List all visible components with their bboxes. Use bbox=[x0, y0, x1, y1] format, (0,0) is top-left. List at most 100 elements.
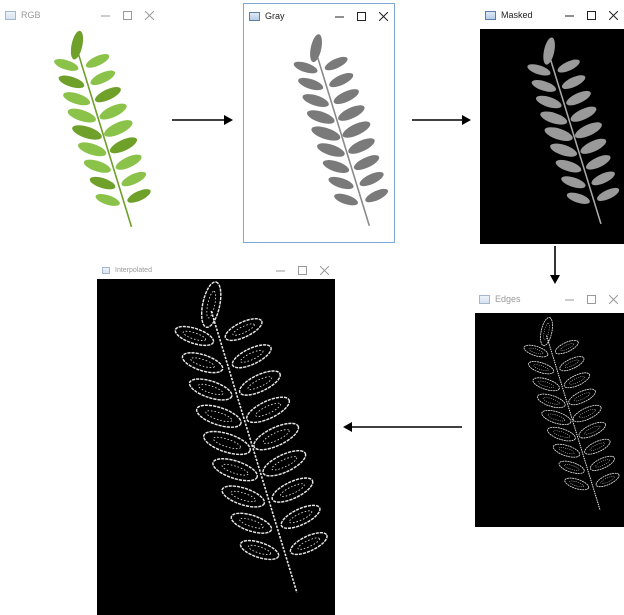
leaflet bbox=[352, 152, 381, 173]
leaflet bbox=[531, 375, 561, 393]
leaflet bbox=[327, 174, 355, 191]
leaflet bbox=[363, 186, 389, 205]
leaflet-texture bbox=[262, 427, 291, 446]
leaflet bbox=[229, 509, 274, 537]
leaflet bbox=[187, 375, 234, 405]
leaf-image bbox=[480, 29, 624, 244]
titlebar-rgb[interactable]: RGB bbox=[0, 3, 160, 27]
leaflet bbox=[321, 157, 350, 175]
leaflet bbox=[62, 89, 92, 108]
leaflet bbox=[173, 323, 216, 350]
leaflet bbox=[565, 190, 591, 206]
leaflet bbox=[546, 424, 577, 443]
leaflet bbox=[327, 70, 355, 90]
leaflet bbox=[590, 169, 617, 188]
leaflet-texture bbox=[197, 382, 224, 397]
leaflet bbox=[588, 453, 616, 473]
leaflet bbox=[82, 157, 112, 176]
leaflet bbox=[308, 33, 324, 63]
leaflet bbox=[57, 73, 86, 91]
leaflet bbox=[260, 446, 309, 481]
leaflet-texture bbox=[564, 359, 580, 369]
minimize-icon[interactable] bbox=[558, 6, 580, 24]
titlebar-edges[interactable]: Edges bbox=[474, 287, 624, 311]
leaflet bbox=[88, 174, 117, 192]
window-edges[interactable]: Edges bbox=[474, 287, 624, 527]
close-icon[interactable] bbox=[602, 6, 624, 24]
maximize-icon[interactable] bbox=[580, 290, 602, 308]
leaflet bbox=[323, 54, 349, 73]
close-icon[interactable] bbox=[313, 262, 335, 280]
leaflet bbox=[594, 470, 621, 489]
leaflet bbox=[229, 340, 274, 372]
leaflet bbox=[577, 419, 608, 441]
leaflet bbox=[210, 454, 259, 485]
leaflet bbox=[540, 407, 572, 427]
window-rgb[interactable]: RGB bbox=[0, 3, 160, 243]
leaflet bbox=[301, 91, 330, 109]
leaflet bbox=[102, 117, 135, 140]
minimize-icon[interactable] bbox=[328, 7, 350, 25]
titlebar-masked[interactable]: Masked bbox=[480, 3, 624, 27]
leaflet bbox=[292, 59, 318, 75]
window-title: Interpolated bbox=[115, 267, 269, 274]
leaflet bbox=[558, 459, 586, 476]
leaflet bbox=[560, 174, 587, 191]
maximize-icon[interactable] bbox=[291, 262, 313, 280]
leaf-image bbox=[97, 279, 335, 615]
window-interpolated[interactable]: Interpolated bbox=[97, 262, 335, 615]
leaflet-texture bbox=[270, 454, 298, 472]
leaflet bbox=[69, 30, 86, 61]
leaflet bbox=[97, 100, 128, 122]
leaf-image bbox=[475, 313, 624, 527]
leaflet bbox=[558, 354, 586, 374]
leaflet bbox=[538, 316, 554, 346]
minimize-icon[interactable] bbox=[558, 290, 580, 308]
leaflet-texture bbox=[205, 291, 217, 319]
leaflet bbox=[305, 107, 336, 126]
leaflet bbox=[278, 501, 323, 533]
close-icon[interactable] bbox=[372, 7, 394, 25]
maximize-icon[interactable] bbox=[580, 6, 602, 24]
leaflet-texture bbox=[279, 481, 305, 498]
leaflet bbox=[332, 86, 361, 107]
leaflet bbox=[567, 386, 598, 408]
window-masked[interactable]: Masked bbox=[480, 3, 624, 243]
titlebar-interpolated[interactable]: Interpolated bbox=[97, 262, 335, 279]
leaflet-texture bbox=[297, 536, 321, 552]
arrow-down-icon bbox=[548, 245, 562, 285]
leaflet bbox=[76, 140, 107, 160]
leaflet bbox=[536, 391, 567, 410]
leaflet bbox=[114, 152, 144, 173]
window-gray[interactable]: Gray bbox=[243, 3, 395, 243]
window-title: Edges bbox=[495, 294, 558, 304]
leaflet bbox=[535, 93, 564, 111]
leaflet bbox=[523, 343, 550, 360]
leaflet bbox=[539, 109, 569, 128]
leaflet bbox=[236, 366, 283, 400]
leaflet bbox=[333, 191, 359, 207]
leaflet bbox=[89, 68, 117, 88]
maximize-icon[interactable] bbox=[116, 6, 138, 24]
arrow-right-icon bbox=[410, 113, 472, 127]
app-icon bbox=[5, 11, 16, 20]
close-icon[interactable] bbox=[602, 290, 624, 308]
maximize-icon[interactable] bbox=[350, 7, 372, 25]
close-icon[interactable] bbox=[138, 6, 160, 24]
leaflet bbox=[94, 192, 121, 209]
titlebar-gray[interactable]: Gray bbox=[244, 4, 394, 28]
leaflet bbox=[180, 349, 225, 377]
leaflet bbox=[358, 169, 386, 189]
leaflet bbox=[340, 118, 372, 141]
leaflet-texture bbox=[600, 475, 615, 485]
leaflet bbox=[541, 36, 557, 65]
minimize-icon[interactable] bbox=[269, 262, 291, 280]
leaflet bbox=[530, 78, 557, 95]
leaflet bbox=[222, 314, 264, 345]
leaflet bbox=[297, 75, 325, 92]
minimize-icon[interactable] bbox=[94, 6, 116, 24]
leaflet-texture bbox=[559, 342, 574, 352]
leaflet bbox=[238, 537, 281, 564]
leaflet bbox=[108, 134, 139, 156]
leaflet bbox=[243, 392, 292, 427]
